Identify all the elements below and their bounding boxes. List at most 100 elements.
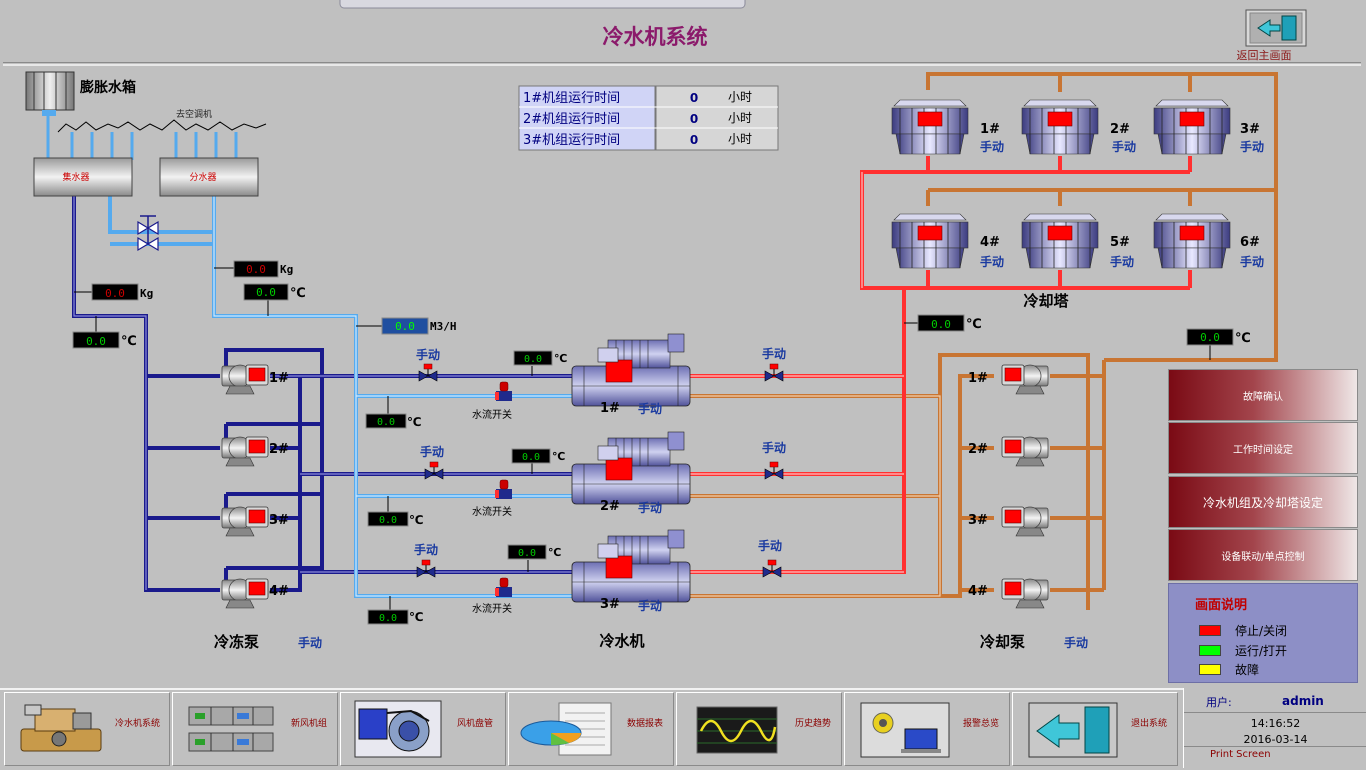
valve-mode: 手动 <box>762 440 786 455</box>
cw-pump-id: 4# <box>968 584 988 599</box>
svg-text:℃: ℃ <box>409 610 424 624</box>
svg-text:0.0: 0.0 <box>379 613 397 624</box>
bypass-valve[interactable] <box>137 215 159 252</box>
chw-pump-id: 4# <box>269 584 289 599</box>
nav-label: 报警总览 <box>963 719 1000 729</box>
svg-text:0.0: 0.0 <box>379 515 397 526</box>
alarm-icon <box>860 702 950 758</box>
legend-swatch <box>1199 645 1221 656</box>
device-link-label: 设备联动/单点控制 <box>1221 551 1305 563</box>
cooling-tower-4[interactable] <box>891 213 969 269</box>
return-label: 返回主画面 <box>1237 49 1292 62</box>
svg-text:M3/H: M3/H <box>430 320 457 333</box>
bottom-nav: 冷水机系统 新风机组 风机盘管 数据报表 <box>0 688 1183 770</box>
legend-swatch <box>1199 625 1221 636</box>
nav-label: 退出系统 <box>1131 719 1168 729</box>
nav-fresh-air-unit[interactable]: 新风机组 <box>172 692 338 766</box>
svg-text:℃: ℃ <box>409 513 424 527</box>
cw-pump-id: 3# <box>968 513 988 528</box>
nav-label: 风机盘管 <box>457 719 494 729</box>
user-label: 用户: <box>1206 696 1232 709</box>
runtime-table: 1#机组运行时间 2#机组运行时间 3#机组运行时间 0 0 0 小时 小时 小… <box>518 85 779 151</box>
tower-id: 6# <box>1240 235 1260 250</box>
return-main-button[interactable]: 返回主画面 <box>1237 9 1307 62</box>
runtime-value: 0 <box>690 133 698 147</box>
ac-pipes <box>46 112 238 160</box>
valve-mode: 手动 <box>414 542 438 557</box>
expansion-tank <box>25 71 75 116</box>
status-box: 用户: admin 14:16:52 2016-03-14 Print Scre… <box>1183 688 1366 768</box>
tower-id: 4# <box>980 235 1000 250</box>
cw-pump-mode: 手动 <box>1064 635 1088 650</box>
water-distributor <box>159 157 259 197</box>
legend-item-run: 运行/打开 <box>1199 642 1287 659</box>
tower-mode: 手动 <box>980 254 1004 269</box>
nav-label: 数据报表 <box>627 719 664 729</box>
chiller-label: 冷水机 <box>599 632 644 650</box>
tower-mode: 手动 <box>1240 254 1264 269</box>
tower-id: 1# <box>980 122 1000 137</box>
nav-exit-system[interactable]: 退出系统 <box>1012 692 1178 766</box>
reading-temp-tower: 0.0 ℃ <box>904 314 982 332</box>
runtime-unit: 小时 <box>728 90 752 104</box>
svg-text:0.0: 0.0 <box>522 452 540 463</box>
chw-pump-label: 冷冻泵 <box>214 633 259 651</box>
chiller-mode: 手动 <box>638 500 662 515</box>
runtime-unit: 小时 <box>728 132 752 146</box>
nav-fan-coil[interactable]: 风机盘管 <box>340 692 506 766</box>
valve-mode: 手动 <box>762 346 786 361</box>
legend-title: 画面说明 <box>1195 598 1248 613</box>
fault-ack-button[interactable]: 故障确认 <box>1168 369 1358 421</box>
cw-pump-id: 2# <box>968 442 988 457</box>
runtime-unit: 小时 <box>728 111 752 125</box>
nav-alarm-overview[interactable]: 报警总览 <box>844 692 1010 766</box>
svg-text:0.0: 0.0 <box>524 354 542 365</box>
chw-pump-id: 2# <box>269 442 289 457</box>
tower-mode: 手动 <box>1112 139 1136 154</box>
chiller-tower-label: 冷水机组及冷却塔设定 <box>1202 495 1323 510</box>
cooling-tower-3[interactable] <box>1153 99 1231 155</box>
chiller-tower-setting-button[interactable]: 冷水机组及冷却塔设定 <box>1168 476 1358 528</box>
print-screen-button[interactable]: Print Screen <box>1210 749 1271 760</box>
nav-label: 冷水机系统 <box>115 719 161 729</box>
clock-date: 2016-03-14 <box>1243 733 1308 746</box>
cooling-tower-1[interactable] <box>891 99 969 155</box>
svg-text:℃: ℃ <box>121 334 137 349</box>
valve-mode: 手动 <box>420 444 444 459</box>
flow-switch-label: 水流开关 <box>472 408 512 421</box>
legend-swatch <box>1199 664 1221 675</box>
svg-text:0.0: 0.0 <box>86 335 106 348</box>
chiller-icon <box>20 704 102 752</box>
svg-text:℃: ℃ <box>1235 331 1251 346</box>
tower-id: 3# <box>1240 122 1260 137</box>
nav-chiller-system[interactable]: 冷水机系统 <box>4 692 170 766</box>
svg-text:0.0: 0.0 <box>256 286 276 299</box>
chiller-temp-readings: 0.0 ℃ 0.0 ℃ 0.0 ℃ 0.0 ℃ 0.0 ℃ 0.0 ℃ <box>365 350 567 625</box>
cooling-tower-6[interactable] <box>1153 213 1231 269</box>
nav-label: 新风机组 <box>291 719 328 729</box>
work-time-setting-button[interactable]: 工作时间设定 <box>1168 422 1358 474</box>
runtime-label: 3#机组运行时间 <box>523 133 620 148</box>
legend-item-stop: 停止/关闭 <box>1199 622 1287 639</box>
nav-history-trend[interactable]: 历史趋势 <box>676 692 842 766</box>
reading-kg1: 0.0 Kg <box>74 283 153 301</box>
work-time-label: 工作时间设定 <box>1233 444 1293 456</box>
fault-ack-label: 故障确认 <box>1243 391 1283 403</box>
svg-text:0.0: 0.0 <box>518 548 536 559</box>
device-link-control-button[interactable]: 设备联动/单点控制 <box>1168 529 1358 581</box>
svg-text:℃: ℃ <box>552 450 565 463</box>
exit-icon <box>1028 702 1118 758</box>
reading-temp-supply: 0.0 ℃ <box>243 283 306 316</box>
runtime-value: 0 <box>690 112 698 126</box>
svg-text:0.0: 0.0 <box>395 320 415 333</box>
svg-text:0.0: 0.0 <box>377 417 395 428</box>
cooling-tower-2[interactable] <box>1021 99 1099 155</box>
distributor-label: 分水器 <box>189 171 216 183</box>
tower-id: 2# <box>1110 122 1130 137</box>
nav-data-report[interactable]: 数据报表 <box>508 692 674 766</box>
cooling-tower-5[interactable] <box>1021 213 1099 269</box>
tower-mode: 手动 <box>1240 139 1264 154</box>
tower-id: 5# <box>1110 235 1130 250</box>
expansion-tank-label: 膨胀水箱 <box>80 79 136 96</box>
fan-coil-icon <box>354 700 442 758</box>
